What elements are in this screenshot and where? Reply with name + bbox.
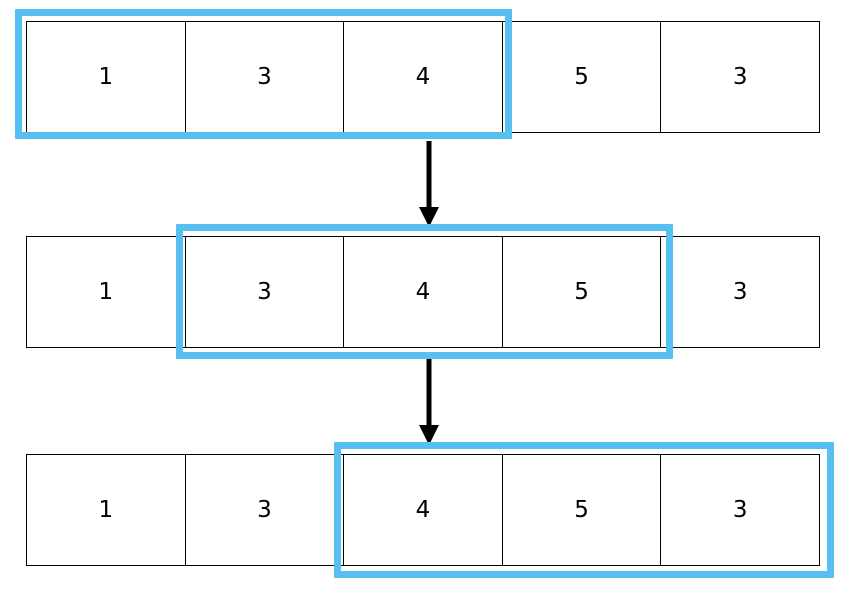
array-cell-value: 5 (574, 278, 589, 305)
array-row-step-3: 1 3 4 5 3 (26, 454, 820, 566)
array-cell[interactable]: 3 (184, 21, 345, 133)
array-row-step-2: 1 3 4 5 3 (26, 236, 820, 348)
arrow-step1-to-step2 (419, 141, 439, 227)
array-cell[interactable]: 1 (26, 236, 186, 348)
array-cell[interactable]: 3 (660, 236, 820, 348)
array-cell-value: 3 (257, 278, 272, 305)
array-cell[interactable]: 5 (501, 21, 662, 133)
array-cell[interactable]: 3 (660, 454, 820, 566)
array-cell-value: 3 (732, 63, 748, 90)
array-cell[interactable]: 3 (660, 21, 820, 133)
array-cell[interactable]: 3 (184, 236, 345, 348)
array-cell-value: 3 (257, 496, 272, 523)
array-cell-value: 3 (732, 496, 748, 523)
array-cell[interactable]: 5 (501, 454, 662, 566)
array-cell[interactable]: 3 (184, 454, 345, 566)
array-cell-value: 4 (415, 496, 431, 523)
array-cell-value: 4 (415, 278, 431, 305)
array-cell[interactable]: 5 (501, 236, 662, 348)
array-cell-value: 3 (732, 278, 748, 305)
array-row-step-1: 1 3 4 5 3 (26, 21, 820, 133)
array-cell-value: 1 (98, 278, 114, 305)
array-cell-value: 1 (98, 496, 114, 523)
array-cell[interactable]: 1 (26, 454, 186, 566)
array-cell-value: 5 (574, 63, 589, 90)
array-cell[interactable]: 4 (343, 21, 503, 133)
array-cell[interactable]: 1 (26, 21, 186, 133)
array-cell-value: 5 (574, 496, 589, 523)
array-cell-value: 3 (257, 63, 272, 90)
array-cell[interactable]: 4 (343, 236, 503, 348)
array-cell[interactable]: 4 (343, 454, 503, 566)
array-cell-value: 1 (98, 63, 114, 90)
array-cell-value: 4 (415, 63, 431, 90)
arrow-step2-to-step3 (419, 359, 439, 445)
